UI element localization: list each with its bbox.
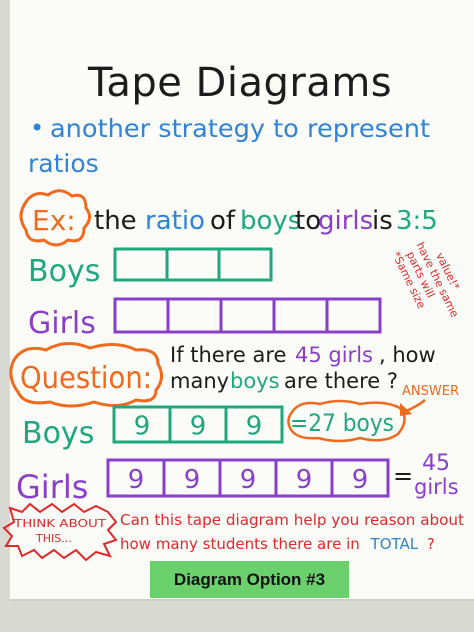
diagram2-boys-part (224, 405, 284, 444)
think-line-2-suffix: ? (427, 535, 435, 553)
caption-label: Diagram Option #3 (150, 561, 349, 598)
question-label: Question: (20, 361, 152, 396)
think-burst-line-2: THIS... (35, 532, 72, 545)
question-line2-boys: boys (230, 369, 280, 393)
question-line1-girls: 45 girls (295, 343, 373, 367)
diagram2-girls-tape: 9 9 9 9 9 (106, 458, 390, 498)
example-ratio-value: 3:5 (396, 206, 438, 236)
diagram2-girls-part-value: 9 (128, 465, 145, 495)
think-line-2: how many students there are in TOTAL ? (120, 535, 435, 553)
diagram2-girls-part-value: 9 (296, 465, 313, 495)
diagram1-boys-tape (113, 247, 273, 282)
boys-answer-bubble (287, 399, 406, 443)
diagram2-girls-part-value: 9 (352, 465, 369, 495)
diagram2-boys-label: Boys (22, 416, 94, 451)
example-label: Ex: (32, 204, 76, 237)
bullet-line-1: another strategy to represent (50, 114, 430, 143)
example-word-the: the (94, 206, 137, 236)
think-line-2-prefix: how many students there are in (120, 535, 360, 553)
example-word-ratio: ratio (145, 206, 205, 236)
diagram2-girls-part-value: 9 (240, 465, 257, 495)
question-line2-part3: are there ? (284, 369, 398, 393)
girls-total-value: 45 (422, 451, 450, 476)
diagram1-boys-part (217, 247, 273, 282)
question-bubble (9, 342, 163, 408)
bullet-line-2: ratios (28, 149, 99, 178)
example-word-boys: boys (240, 206, 301, 236)
example-word-is: is (372, 206, 393, 236)
diagram1-girls-tape (113, 297, 382, 334)
diagram1-girls-part (325, 297, 382, 334)
diagram2-boys-part-value: 9 (246, 411, 263, 441)
question-line1-part1: If there are (170, 343, 286, 367)
diagram2-boys-part-value: 9 (134, 411, 151, 441)
diagram2-girls-part-value: 9 (184, 465, 201, 495)
boys-answer: =27 boys (290, 409, 394, 437)
diagram2-girls-part (330, 458, 390, 498)
diagram1-girls-label: Girls (28, 306, 96, 341)
think-burst-line-1: THINK ABOUT (13, 517, 107, 530)
diagram2-girls-label: Girls (16, 468, 88, 506)
bullet-symbol: • (30, 114, 44, 142)
girls-total-unit: girls (414, 475, 459, 499)
question-line1-part3: , how (379, 343, 436, 367)
diagram2-boys-part-value: 9 (190, 411, 207, 441)
diagram1-boys-label: Boys (28, 254, 100, 289)
example-word-to: to (295, 206, 321, 236)
title: Tape Diagrams (87, 60, 392, 106)
diagram2-boys-tape: 9 9 9 (112, 405, 284, 444)
girls-equals: = (393, 462, 413, 490)
answer-label: ANSWER (402, 384, 459, 399)
example-word-girls: girls (318, 206, 373, 236)
think-line-2-total: TOTAL (370, 535, 419, 553)
example-bubble (19, 189, 91, 247)
question-line2-part1: many (170, 369, 229, 393)
think-line-1: Can this tape diagram help you reason ab… (120, 511, 464, 529)
example-word-of: of (210, 206, 236, 236)
think-burst (2, 502, 118, 562)
